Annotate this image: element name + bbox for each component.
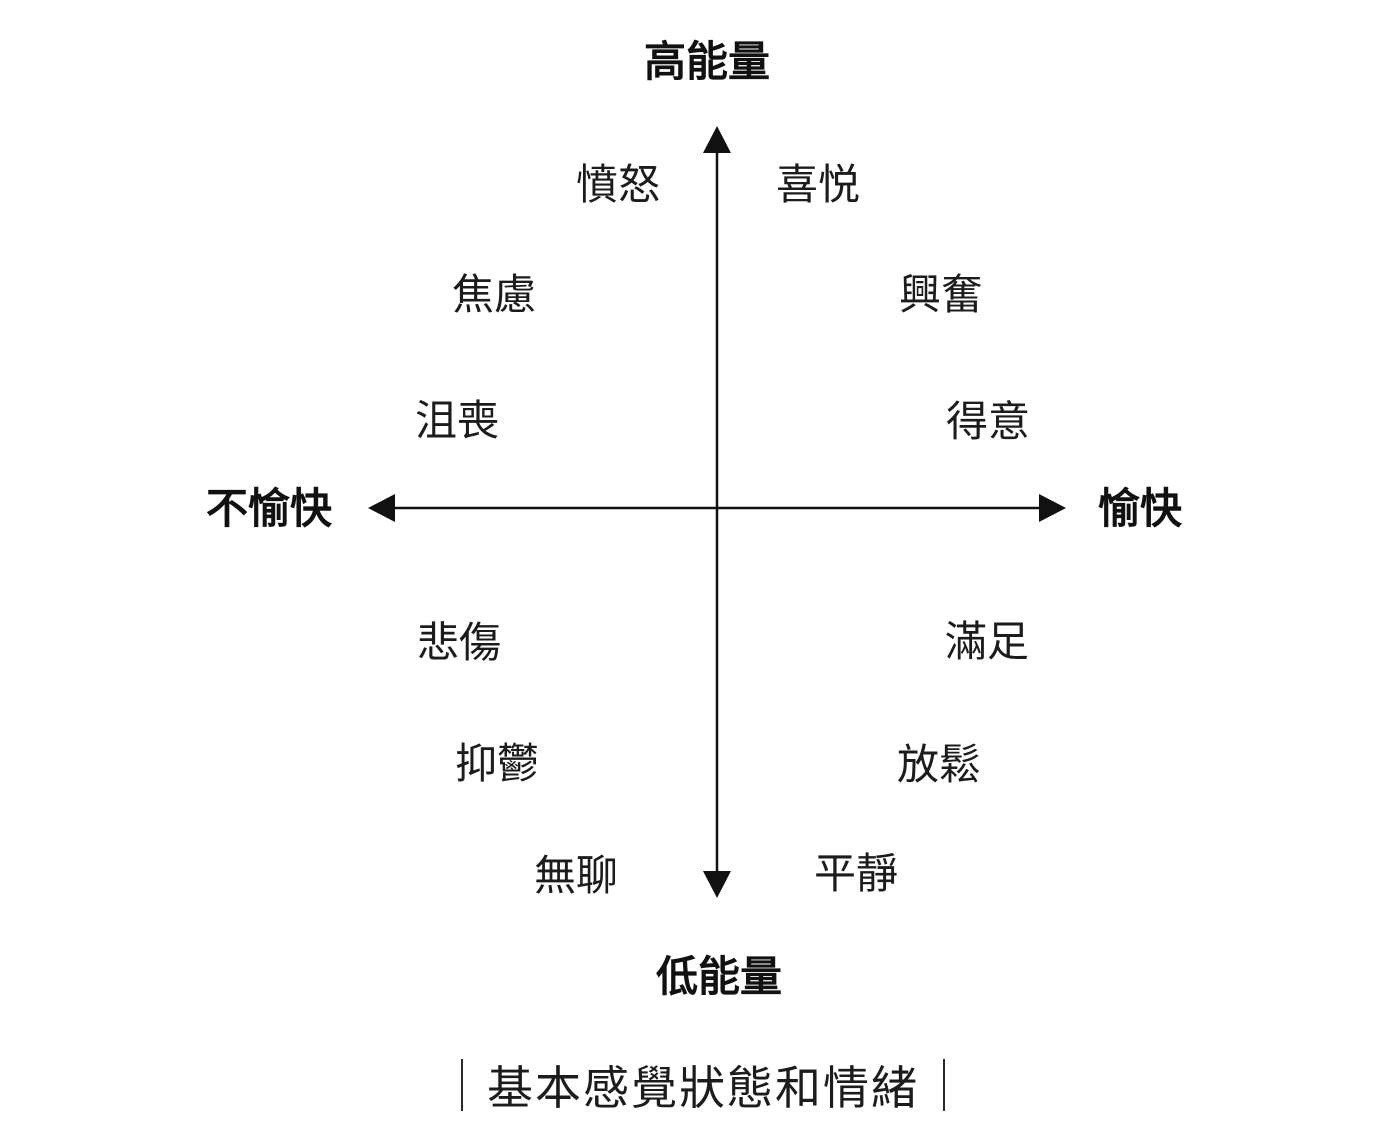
arrowhead-left-icon (368, 494, 395, 522)
emotion-excitement: 興奮 (898, 271, 984, 318)
caption-text: 基本感覺狀態和情緒 (487, 1062, 919, 1114)
emotion-pride: 得意 (945, 398, 1031, 445)
emotion-sadness: 悲傷 (416, 619, 502, 666)
emotion-anxiety: 焦慮 (451, 271, 537, 318)
arrowhead-up-icon (703, 126, 731, 153)
emotion-satisfaction: 滿足 (944, 618, 1030, 665)
caption-right-bar (943, 1059, 945, 1111)
arrowhead-down-icon (703, 871, 731, 898)
emotion-joy: 喜悦 (775, 161, 861, 208)
emotion-depression: 抑鬱 (454, 740, 540, 787)
axis-title-low-energy: 低能量 (655, 953, 783, 1000)
arrowhead-right-icon (1039, 494, 1066, 522)
emotion-frustration: 沮喪 (414, 397, 500, 444)
axis-title-high-energy: 高能量 (643, 38, 771, 85)
axis-title-pleasant: 愉快 (1097, 485, 1183, 532)
axis-title-unpleasant: 不愉快 (205, 485, 333, 532)
emotion-anger: 憤怒 (575, 161, 661, 208)
emotion-calm: 平靜 (813, 850, 899, 897)
emotion-boredom: 無聊 (533, 852, 619, 899)
diagram-caption: 基本感覺狀態和情緒 (461, 1052, 945, 1118)
caption-left-bar (461, 1059, 463, 1111)
emotion-relaxation: 放鬆 (896, 741, 982, 788)
